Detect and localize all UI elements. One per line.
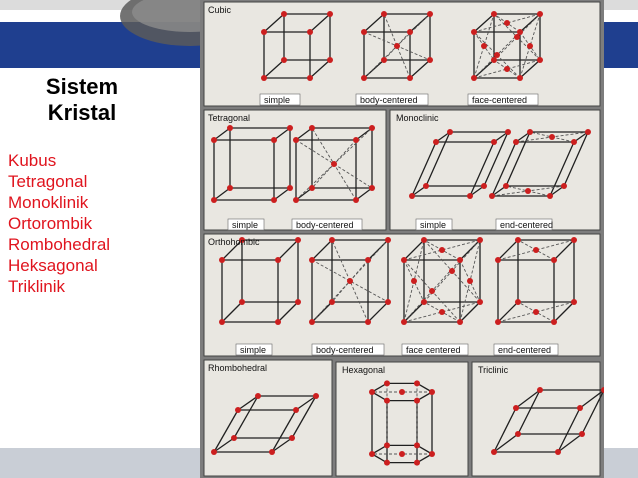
monoclinic-end-centered-cell xyxy=(489,129,591,199)
panel-rhombohedral xyxy=(203,359,333,477)
triclinic-cell xyxy=(491,387,604,455)
panel-title-hexagonal: Hexagonal xyxy=(342,365,385,375)
orthorhombic-simple-cell xyxy=(219,237,301,325)
hexagonal-cell xyxy=(369,380,435,466)
slide-title-line2: Kristal xyxy=(47,100,117,125)
label-cubic-body-centered: body-centered xyxy=(360,95,418,105)
panel-hexagonal xyxy=(335,361,469,477)
label-orthorhombic-body-centered: body-centered xyxy=(316,345,374,355)
panel-title-cubic: Cubic xyxy=(208,5,232,15)
label-monoclinic-end-centered: end-centered xyxy=(500,220,553,230)
panel-monoclinic xyxy=(389,109,601,231)
panel-title-tetragonal: Tetragonal xyxy=(208,113,250,123)
panel-orthorhombic xyxy=(203,233,601,357)
system-item-monoklinik: Monoklinik xyxy=(8,193,89,212)
slide-title: Sistem Kristal xyxy=(20,74,144,126)
orthorhombic-body-centered-cell xyxy=(309,237,391,325)
system-item-tetragonal: Tetragonal xyxy=(8,172,88,191)
label-cubic-simple: simple xyxy=(264,95,290,105)
orthorhombic-face-centered-cell xyxy=(401,237,483,325)
panel-title-triclinic: Triclinic xyxy=(478,365,509,375)
cubic-simple-cell xyxy=(261,11,333,81)
system-item-ortorombik: Ortorombik xyxy=(8,214,93,233)
label-tetragonal-body-centered: body-centered xyxy=(296,220,354,230)
panel-title-orthorhombic: Orthohombic xyxy=(208,237,260,247)
rhombohedral-cell xyxy=(211,393,319,455)
label-orthorhombic-simple: simple xyxy=(240,345,266,355)
label-tetragonal-simple: simple xyxy=(232,220,258,230)
label-orthorhombic-end-centered: end-centered xyxy=(498,345,551,355)
bravais-lattice-figure: Cubic Tetragonal Monoclinic Orthohombic … xyxy=(200,0,604,478)
label-cubic-face-centered: face-centered xyxy=(472,95,527,105)
orthorhombic-end-centered-cell xyxy=(495,237,577,325)
system-item-rombohedral: Rombohedral xyxy=(8,235,111,254)
slide-title-line1: Sistem xyxy=(45,74,119,99)
panel-title-rhombohedral: Rhombohedral xyxy=(208,363,267,373)
crystal-system-list: Kubus Tetragonal Monoklinik Ortorombik R… xyxy=(8,150,110,297)
tetragonal-body-centered-cell xyxy=(293,125,375,203)
panel-title-monoclinic: Monoclinic xyxy=(396,113,439,123)
cubic-face-centered-cell xyxy=(471,11,543,81)
panel-triclinic xyxy=(471,361,601,477)
tetragonal-simple-cell xyxy=(211,125,293,203)
system-item-heksagonal: Heksagonal xyxy=(8,256,98,275)
system-item-kubus: Kubus xyxy=(8,151,57,170)
monoclinic-simple-cell xyxy=(409,129,511,199)
label-monoclinic-simple: simple xyxy=(420,220,446,230)
system-item-triklinik: Triklinik xyxy=(8,277,65,296)
cubic-body-centered-cell xyxy=(361,11,433,81)
label-orthorhombic-face-centered: face centered xyxy=(406,345,461,355)
